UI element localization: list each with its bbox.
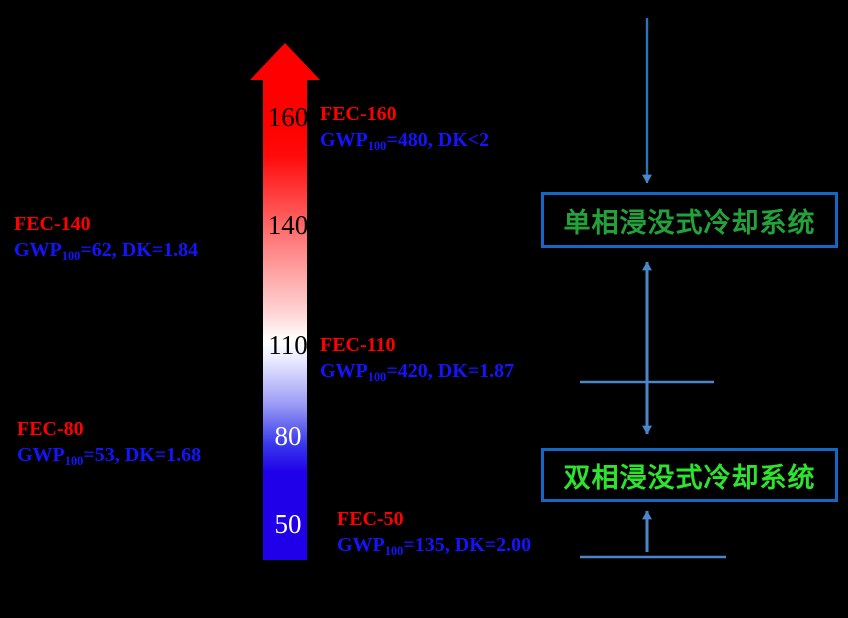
colorbar-arrow: [250, 41, 320, 561]
annotation-fec-50: FEC-50 GWP100=135, DK=2.00: [337, 508, 532, 558]
gwp-prefix: GWP: [320, 129, 368, 151]
gwp-prefix: GWP: [17, 444, 65, 466]
gwp-subscript: 100: [367, 139, 387, 153]
colorbar-tick-160: 160: [267, 102, 309, 132]
annotation-fec-80: FEC-80 GWP100=53, DK=1.68: [17, 418, 202, 468]
gwp-subscript: 100: [61, 249, 81, 263]
system-box-single-phase[interactable]: 单相浸没式冷却系统: [541, 192, 838, 248]
annotation-fec-160-detail: GWP100=480, DK<2: [320, 129, 490, 153]
annotation-fec-140-detail: GWP100=62, DK=1.84: [14, 239, 199, 263]
annotation-fec-50-detail: GWP100=135, DK=2.00: [337, 534, 532, 558]
gwp-subscript: 100: [64, 454, 84, 468]
annotation-fec-110: FEC-110 GWP100=420, DK=1.87: [320, 334, 515, 384]
colorbar-tick-80: 80: [274, 421, 302, 451]
system-box-two-phase-label: 双相浸没式冷却系统: [563, 462, 816, 494]
gwp-value: =135, DK=2.00: [403, 534, 532, 556]
gwp-value: =480, DK<2: [386, 129, 490, 151]
gwp-prefix: GWP: [320, 360, 368, 382]
annotation-fec-110-title: FEC-110: [320, 334, 396, 356]
annotation-fec-50-title: FEC-50: [337, 508, 404, 530]
colorbar-gradient-shape: [250, 43, 320, 560]
gwp-value: =62, DK=1.84: [80, 239, 199, 261]
annotation-fec-140-title: FEC-140: [14, 213, 91, 235]
annotation-fec-140: FEC-140 GWP100=62, DK=1.84: [14, 213, 199, 263]
gwp-prefix: GWP: [14, 239, 62, 261]
gwp-subscript: 100: [384, 544, 404, 558]
gwp-prefix: GWP: [337, 534, 385, 556]
annotation-fec-160-title: FEC-160: [320, 103, 397, 125]
colorbar-tick-50: 50: [274, 509, 302, 539]
annotation-fec-80-detail: GWP100=53, DK=1.68: [17, 444, 202, 468]
gwp-value: =53, DK=1.68: [83, 444, 202, 466]
system-box-two-phase[interactable]: 双相浸没式冷却系统: [541, 448, 838, 502]
gwp-value: =420, DK=1.87: [386, 360, 515, 382]
colorbar-tick-110: 110: [268, 330, 308, 360]
annotation-fec-160: FEC-160 GWP100=480, DK<2: [320, 103, 490, 153]
colorbar-tick-140: 140: [267, 210, 309, 240]
system-box-single-phase-label: 单相浸没式冷却系统: [563, 207, 816, 239]
gwp-subscript: 100: [367, 370, 387, 384]
annotation-fec-80-title: FEC-80: [17, 418, 84, 440]
annotation-fec-110-detail: GWP100=420, DK=1.87: [320, 360, 515, 384]
